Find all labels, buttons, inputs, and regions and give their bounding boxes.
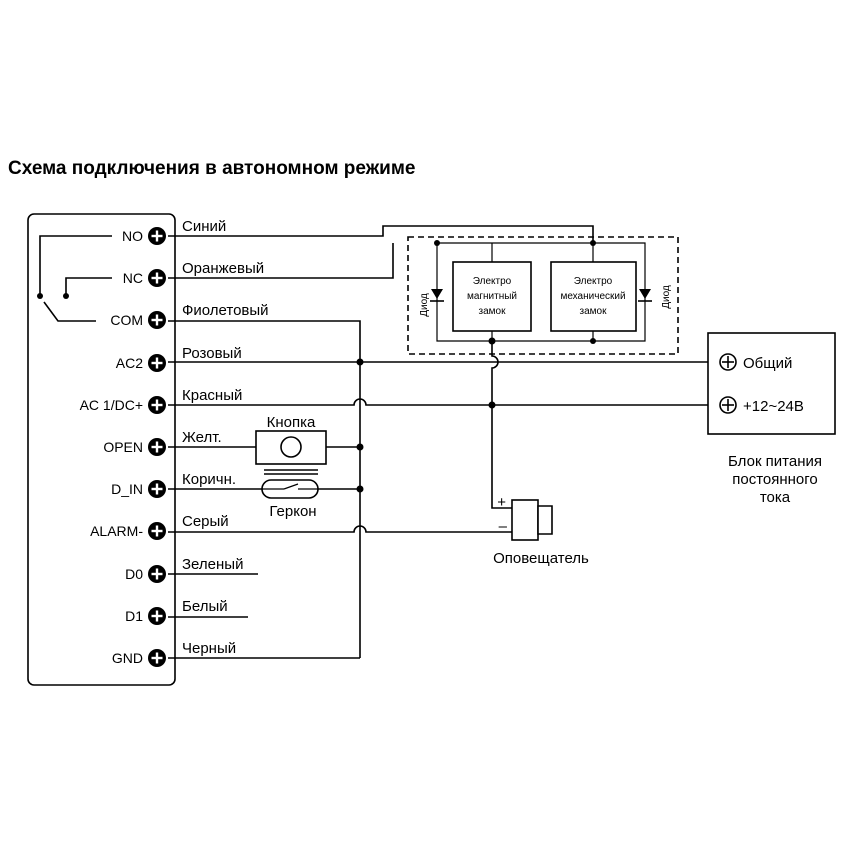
wire-color-label: Синий bbox=[182, 218, 226, 235]
diagram-title: Схема подключения в автономном режиме bbox=[8, 158, 416, 179]
psu-caption-2: постоянного bbox=[732, 471, 818, 488]
magnetic-lock-label-2: магнитный bbox=[467, 291, 517, 302]
terminal-screw-icon bbox=[148, 480, 166, 498]
terminal-ac-1-dc: AC 1/DC+ Красный bbox=[80, 387, 242, 414]
diode-right-label: Диод bbox=[661, 285, 672, 309]
terminal-label: D0 bbox=[125, 566, 143, 582]
wire-color-label: Желт. bbox=[182, 429, 222, 446]
magnetic-lock-label-3: замок bbox=[479, 306, 507, 317]
terminal-screw-icon bbox=[148, 227, 166, 245]
terminal-screw-icon bbox=[148, 396, 166, 414]
psu-common-screw-icon bbox=[719, 353, 737, 371]
diode-left-icon bbox=[430, 289, 444, 302]
diode-left-label: Диод bbox=[419, 293, 430, 317]
terminal-screw-icon bbox=[148, 438, 166, 456]
diode-right-icon bbox=[638, 289, 652, 302]
terminal-gnd: GND Черный bbox=[112, 640, 236, 667]
mechanical-lock-label-1: Электро bbox=[574, 276, 613, 287]
psu-caption-1: Блок питания bbox=[728, 453, 822, 470]
reed-switch bbox=[261, 479, 319, 499]
magnetic-lock bbox=[452, 261, 532, 332]
psu-voltage-label: +12~24B bbox=[743, 398, 804, 415]
reed-label: Геркон bbox=[269, 503, 316, 520]
wire-color-label: Оранжевый bbox=[182, 260, 264, 277]
mechanical-lock-label-3: замок bbox=[580, 306, 608, 317]
wire-color-label: Зеленый bbox=[182, 556, 243, 573]
exit-button bbox=[255, 430, 327, 475]
relay-contacts bbox=[37, 235, 112, 322]
lock-assembly: Электро магнитный замок Электро механиче… bbox=[407, 236, 679, 355]
terminal-d-in: D_IN Коричн. bbox=[111, 471, 236, 498]
terminal-label: OPEN bbox=[103, 439, 143, 455]
wire-color-label: Белый bbox=[182, 598, 228, 615]
terminal-com: COM Фиолетовый bbox=[110, 302, 269, 329]
terminal-alarm: ALARM- Серый bbox=[90, 513, 229, 540]
terminal-label: NO bbox=[122, 228, 143, 244]
wire-color-label: Коричн. bbox=[182, 471, 236, 488]
psu-plus-screw-icon bbox=[719, 396, 737, 414]
controller-body bbox=[27, 213, 176, 686]
wire-color-label: Серый bbox=[182, 513, 229, 530]
terminal-label: COM bbox=[110, 312, 143, 328]
terminal-screw-icon bbox=[148, 311, 166, 329]
wire-color-label: Красный bbox=[182, 387, 242, 404]
terminal-screw-icon bbox=[148, 565, 166, 583]
alarm-sounder bbox=[511, 499, 553, 541]
mechanical-lock-label-2: механический bbox=[560, 291, 625, 302]
terminal-nc: NC Оранжевый bbox=[123, 260, 264, 287]
wire-color-label: Черный bbox=[182, 640, 236, 657]
terminal-label: D_IN bbox=[111, 481, 143, 497]
alarm-label: Оповещатель bbox=[493, 550, 589, 567]
mechanical-lock bbox=[550, 261, 637, 332]
terminal-screw-icon bbox=[148, 649, 166, 667]
wire-color-label: Розовый bbox=[182, 345, 242, 362]
psu-caption-3: тока bbox=[760, 489, 791, 506]
terminal-screw-icon bbox=[148, 607, 166, 625]
terminal-label: AC2 bbox=[116, 355, 143, 371]
alarm-minus: – bbox=[499, 518, 508, 535]
button-label: Кнопка bbox=[267, 414, 316, 431]
terminal-label: AC 1/DC+ bbox=[80, 397, 143, 413]
wires bbox=[168, 225, 714, 659]
terminal-label: GND bbox=[112, 650, 143, 666]
terminal-label: NC bbox=[123, 270, 143, 286]
terminal-ac2: AC2 Розовый bbox=[116, 345, 242, 372]
power-supply bbox=[707, 332, 836, 435]
terminal-d0: D0 Зеленый bbox=[125, 556, 243, 583]
terminal-screw-icon bbox=[148, 522, 166, 540]
terminal-d1: D1 Белый bbox=[125, 598, 228, 625]
psu-common-label: Общий bbox=[743, 355, 792, 372]
terminal-no: NO Синий bbox=[122, 218, 226, 245]
terminal-label: ALARM- bbox=[90, 523, 143, 539]
terminal-screw-icon bbox=[148, 269, 166, 287]
terminal-screw-icon bbox=[148, 354, 166, 372]
terminal-label: D1 bbox=[125, 608, 143, 624]
magnetic-lock-label-1: Электро bbox=[473, 276, 512, 287]
terminal-open: OPEN Желт. bbox=[103, 429, 222, 456]
wire-color-label: Фиолетовый bbox=[182, 302, 269, 319]
alarm-plus: + bbox=[497, 494, 506, 511]
